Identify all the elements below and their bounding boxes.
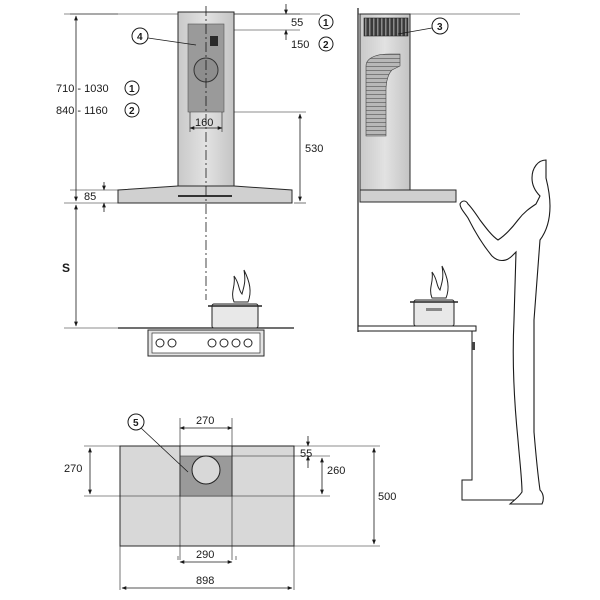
- hob-knob-icon: [207, 338, 217, 348]
- callout-circle: [124, 80, 140, 96]
- label-panel-depth: 260: [327, 465, 345, 477]
- callout-circle: [318, 14, 334, 30]
- label-height-range-1: 710 - 1030: [56, 83, 109, 95]
- side-view: 3: [357, 8, 551, 505]
- canopy-side: [359, 189, 457, 203]
- label-offset-top: 55: [300, 448, 312, 460]
- label-total-depth: 500: [378, 491, 396, 503]
- person-silhouette: [459, 159, 551, 505]
- leader-line: [147, 37, 197, 46]
- label-top-gap-1: 55: [291, 17, 303, 29]
- label-chimney-width-bottom: 290: [196, 549, 214, 561]
- flexible-duct: [365, 53, 401, 137]
- drawer-handle: [472, 342, 475, 350]
- plan-view: 270 5 270 55 260 500 290 898: [64, 413, 396, 590]
- label-hob-distance: S: [62, 261, 70, 275]
- callout-2: 2: [323, 40, 329, 51]
- leader-line: [397, 27, 433, 35]
- canopy: [117, 185, 293, 204]
- counter-outline: [358, 329, 520, 501]
- vent-grille: [363, 17, 409, 37]
- worktop-side: [357, 325, 477, 332]
- duct-outlet: [191, 455, 221, 485]
- callout-2-b: 2: [129, 106, 135, 117]
- callout-5: 5: [133, 418, 139, 429]
- callout-3: 3: [437, 22, 443, 33]
- leader-line: [140, 427, 189, 473]
- hob-knob-icon: [155, 338, 165, 348]
- label-chimney-width: 160: [195, 117, 213, 129]
- pot-with-flame-icon-side: [410, 265, 458, 327]
- label-canopy-thickness: 85: [84, 191, 96, 203]
- callout-1-b: 1: [129, 84, 135, 95]
- hob-knob-icon: [167, 338, 177, 348]
- callout-circle: [431, 17, 449, 35]
- front-view: 55 1 150 2 4 710 - 1030 1 840 - 1160 2 1…: [56, 4, 334, 357]
- label-depth-left: 270: [64, 463, 82, 475]
- callout-circle: [318, 36, 334, 52]
- display-icon: [210, 36, 218, 46]
- label-top-gap-2: 150: [291, 39, 309, 51]
- hob-knob-icon: [219, 338, 229, 348]
- callout-1: 1: [323, 18, 329, 29]
- callout-4: 4: [137, 32, 143, 43]
- callout-circle: [131, 27, 149, 45]
- label-height-range-2: 840 - 1160: [56, 105, 108, 117]
- label-chimney-width-top: 270: [196, 415, 214, 427]
- callout-circle: [127, 413, 145, 431]
- hob-knob-icon: [243, 338, 253, 348]
- pot-with-flame-icon: [208, 269, 262, 329]
- hob-knob-icon: [231, 338, 241, 348]
- label-total-width: 898: [196, 575, 214, 587]
- label-canopy-to-top: 530: [305, 143, 323, 155]
- hob-panel: [151, 332, 261, 354]
- callout-circle: [124, 102, 140, 118]
